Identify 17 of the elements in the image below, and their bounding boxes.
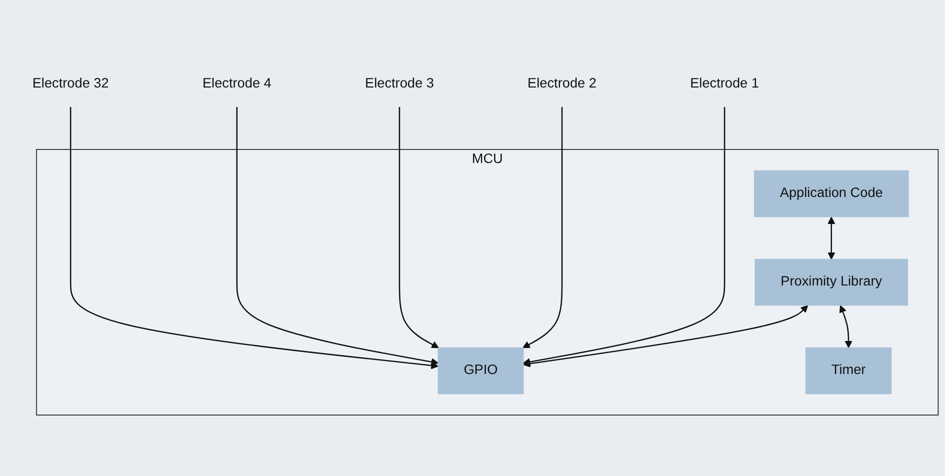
node-text: Electrode 1 [690, 76, 759, 91]
arrow [839, 305, 852, 348]
node-box: Proximity Library [754, 258, 908, 306]
node-text: Electrode 32 [32, 76, 109, 91]
arrow [70, 106, 438, 370]
node-text: Electrode 2 [528, 76, 596, 91]
node-text: Electrode 3 [365, 76, 434, 91]
arrow [522, 106, 563, 348]
node-box: Timer [805, 347, 892, 394]
arrow [236, 106, 438, 366]
arrow [398, 106, 439, 348]
arrow [828, 216, 836, 260]
arrow [522, 305, 808, 368]
node-box: Application Code [754, 170, 909, 218]
node-text: Electrode 4 [202, 76, 272, 91]
node-box: GPIO [438, 347, 524, 394]
arrow [522, 106, 726, 366]
